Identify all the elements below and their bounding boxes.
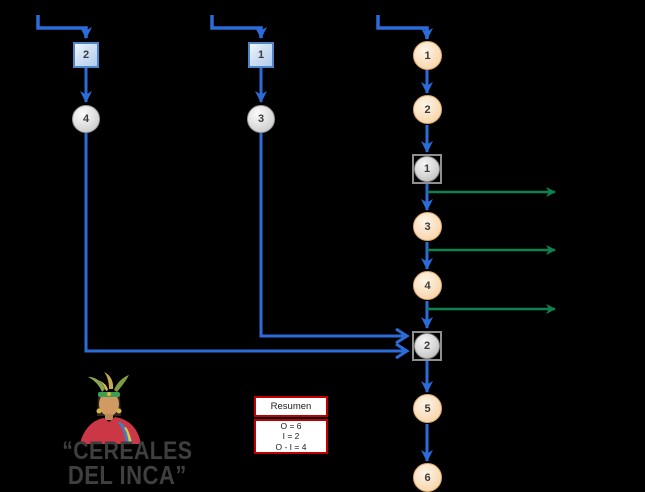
summary-operations-count: O = 6 — [280, 420, 302, 431]
middle-merge-line — [259, 133, 407, 336]
entry-connector-left — [36, 15, 92, 39]
operation-circle-3: 3 — [413, 212, 442, 241]
left-merge-line — [84, 133, 407, 351]
operation-circle-5: 5 — [413, 394, 442, 423]
operation-circle-4: 4 — [413, 271, 442, 300]
node-number: 4 — [82, 113, 90, 125]
node-number: 5 — [424, 402, 431, 415]
summary-combined-count: O - I = 4 — [275, 441, 307, 452]
operation-circle-1: 1 — [413, 41, 442, 70]
inca-mascot-icon — [80, 372, 141, 444]
summary-title-box: Resumen — [254, 396, 328, 417]
brand-name-line2: DEL INCA” — [67, 460, 187, 490]
entry-connector-right — [376, 15, 433, 40]
summary-values-box: O = 6 I = 2 O - I = 4 — [254, 419, 328, 454]
node-number: 2 — [414, 333, 440, 359]
node-number: 1 — [414, 156, 440, 182]
brand-name-line1: “CEREALES — [62, 437, 193, 465]
inspection-square-middle: 1 — [248, 42, 274, 68]
node-number: 4 — [424, 279, 431, 292]
node-number: 2 — [82, 49, 90, 61]
summary-title: Resumen — [270, 401, 312, 412]
node-number: 2 — [424, 103, 431, 116]
node-number: 3 — [257, 113, 265, 125]
combined-operation-inspection-2: 2 — [412, 331, 442, 361]
operation-circle-2: 2 — [413, 95, 442, 124]
operation-circle-middle: 3 — [247, 105, 275, 133]
brand-logo-text: “CEREALES DEL INCA” — [44, 437, 211, 490]
node-number: 6 — [424, 471, 431, 484]
operation-circle-6: 6 — [413, 463, 442, 492]
operation-circle-left: 4 — [72, 105, 100, 133]
node-number: 1 — [424, 49, 431, 62]
combined-operation-inspection-1: 1 — [412, 154, 442, 184]
summary-inspections-count: I = 2 — [282, 431, 300, 442]
node-number: 1 — [257, 49, 265, 61]
entry-connector-middle — [210, 15, 267, 39]
inspection-square-left: 2 — [73, 42, 99, 68]
node-number: 3 — [424, 220, 431, 233]
